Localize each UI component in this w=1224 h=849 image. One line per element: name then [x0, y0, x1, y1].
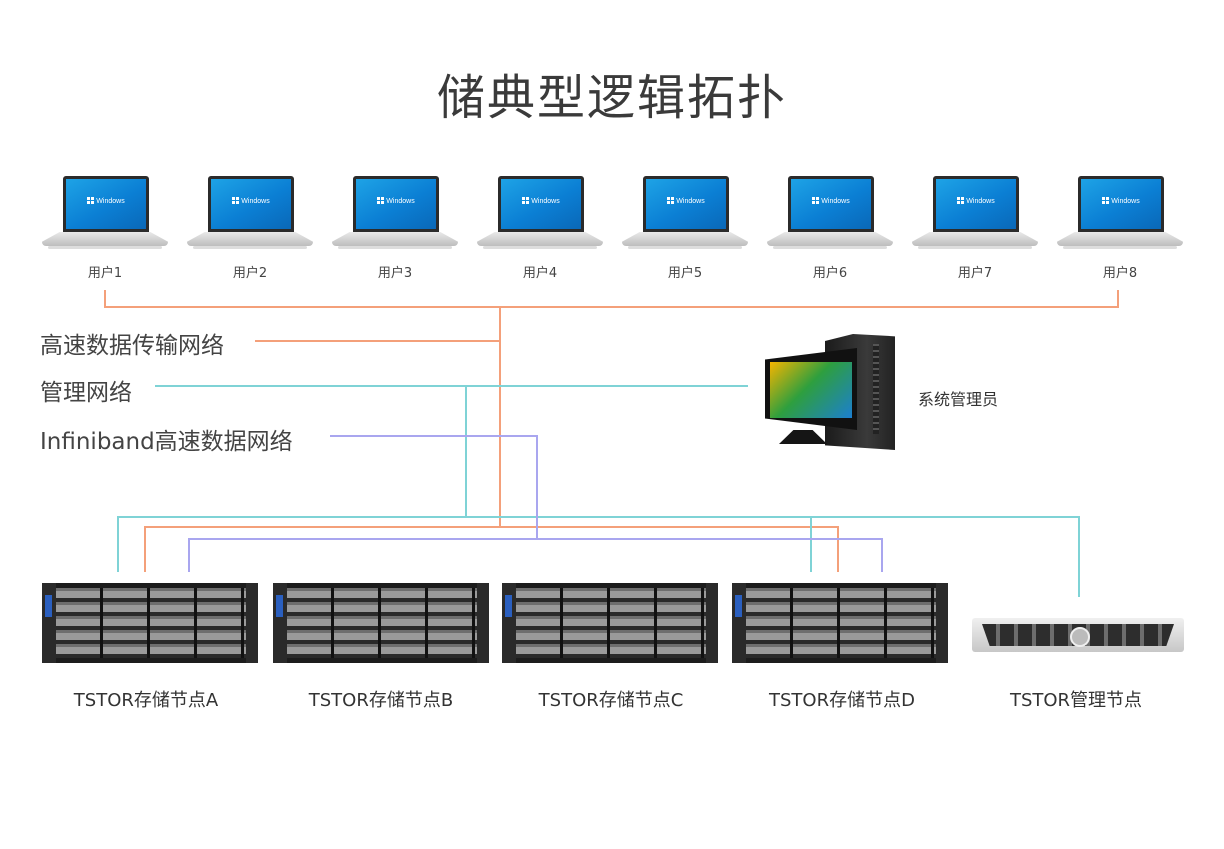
storage-node-server — [273, 583, 489, 663]
user-laptop: Windows — [187, 176, 313, 256]
user-label: 用户7 — [957, 266, 993, 281]
high-speed-network-lines — [104, 290, 1119, 572]
user-label: 用户5 — [667, 266, 703, 281]
storage-node-server — [42, 583, 258, 663]
windows-logo-icon — [957, 197, 965, 204]
user-label: 用户3 — [377, 266, 413, 281]
user-laptop: Windows — [767, 176, 893, 256]
storage-node-server — [732, 583, 948, 663]
storage-node-label: TSTOR存储节点D — [769, 690, 915, 711]
windows-logo-icon — [1102, 197, 1110, 204]
diagram-title: 储典型逻辑拓扑 — [436, 70, 787, 126]
laptop-screen: Windows — [211, 179, 291, 229]
management-node-label: TSTOR管理节点 — [1009, 690, 1143, 711]
user-label: 用户2 — [232, 266, 268, 281]
admin-label: 系统管理员 — [918, 390, 999, 409]
user-laptop: Windows — [1057, 176, 1183, 256]
legend-management-network: 管理网络 — [40, 380, 132, 406]
storage-node-label: TSTOR存储节点A — [73, 690, 219, 711]
legend-high-speed-network: 高速数据传输网络 — [40, 333, 224, 359]
admin-workstation — [765, 334, 897, 452]
user-laptop: Windows — [42, 176, 168, 256]
windows-logo-icon — [377, 197, 385, 204]
windows-logo-icon — [667, 197, 675, 204]
laptop-screen: Windows — [1081, 179, 1161, 229]
storage-node-label: TSTOR存储节点C — [538, 690, 684, 711]
laptop-screen: Windows — [501, 179, 581, 229]
user-laptop: Windows — [477, 176, 603, 256]
user-laptop: Windows — [622, 176, 748, 256]
user-laptop: Windows — [332, 176, 458, 256]
infiniband-network-lines — [188, 435, 883, 572]
management-node-server — [972, 618, 1184, 652]
laptop-screen: Windows — [791, 179, 871, 229]
management-network-lines — [117, 385, 1080, 597]
windows-logo-icon — [87, 197, 95, 204]
windows-logo-icon — [232, 197, 240, 204]
user-label: 用户4 — [522, 266, 558, 281]
laptop-screen: Windows — [936, 179, 1016, 229]
laptop-screen: Windows — [66, 179, 146, 229]
laptop-screen: Windows — [356, 179, 436, 229]
user-label: 用户6 — [812, 266, 848, 281]
laptop-screen: Windows — [646, 179, 726, 229]
storage-node-server — [502, 583, 718, 663]
legend-infiniband-network: Infiniband高速数据网络 — [40, 429, 293, 455]
windows-logo-icon — [812, 197, 820, 204]
user-laptop: Windows — [912, 176, 1038, 256]
pc-monitor — [765, 348, 857, 430]
user-label: 用户1 — [87, 266, 123, 281]
user-label: 用户8 — [1102, 266, 1138, 281]
storage-node-label: TSTOR存储节点B — [308, 690, 454, 711]
windows-logo-icon — [522, 197, 530, 204]
